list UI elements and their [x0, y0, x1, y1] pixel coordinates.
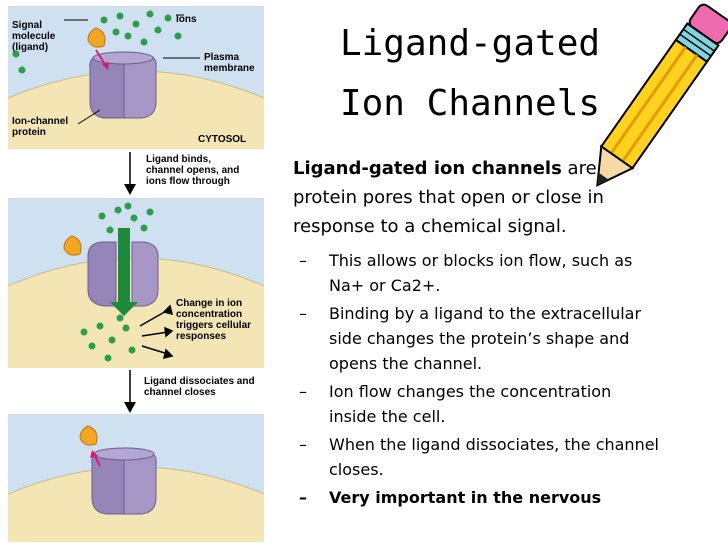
- step-arrow-2: [124, 370, 136, 413]
- bullet-dash: –: [299, 488, 307, 507]
- label-step2: Ligand dissociates and channel closes: [144, 376, 255, 398]
- step-arrow-1: [124, 152, 136, 195]
- diagram-panel-open: Change in ion concentration triggers cel…: [8, 198, 264, 368]
- bullet-text: Very important in the nervous: [329, 488, 602, 507]
- slide-title-line2: Ion Channels: [339, 83, 601, 124]
- bullet-dash: –: [299, 435, 307, 454]
- intro-definition: are protein pores that open or close in …: [293, 158, 604, 237]
- bullet-item: – This allows or blocks ion flow, such as…: [299, 248, 659, 298]
- bullet-dash: –: [299, 251, 307, 270]
- label-change-in-ion: Change in ion concentration triggers cel…: [176, 298, 252, 342]
- ligand-bound: [63, 235, 82, 256]
- ion-channel-protein-closed-final: [91, 447, 157, 515]
- bullet-item: – When the ligand dissociates, the channe…: [299, 432, 659, 482]
- bullet-item: – Very important in the nervous: [299, 485, 659, 510]
- bullet-dash: –: [299, 382, 307, 401]
- slide-title-line1: Ligand-gated: [339, 23, 601, 64]
- intro-paragraph: Ligand-gated ion channels are protein po…: [293, 154, 653, 241]
- bullet-item: – Binding by a ligand to the extracellula…: [299, 301, 659, 376]
- label-ions: Ions: [176, 14, 197, 25]
- bullet-text: Binding by a ligand to the extracellular…: [329, 304, 642, 373]
- panel1-art: [8, 10, 264, 149]
- bullet-item: – Ion flow changes the concentration insi…: [299, 379, 659, 429]
- panel2-art: [8, 202, 264, 368]
- panel3-art: [8, 425, 264, 542]
- ligand-molecule: [87, 27, 106, 48]
- bullet-text: Ion flow changes the concentration insid…: [329, 382, 612, 426]
- intro-term: Ligand-gated ion channels: [293, 158, 562, 179]
- diagram-panel-closed-again: [8, 414, 264, 542]
- bullet-dash: –: [299, 304, 307, 323]
- ion-channel-protein-open: [87, 241, 159, 307]
- label-cytosol: CYTOSOL: [198, 134, 247, 145]
- label-plasma-membrane: Plasma membrane: [204, 52, 255, 74]
- bullet-text: This allows or blocks ion flow, such as …: [329, 251, 633, 295]
- ion-channel-protein-closed: [89, 51, 157, 119]
- label-signal-molecule: Signal molecule (ligand): [12, 20, 56, 53]
- label-ion-channel-protein: Ion-channel protein: [12, 116, 69, 138]
- diagram-panel-closed: Signal molecule (ligand) Ions Plasma mem…: [8, 6, 264, 149]
- pencil-icon: [596, 3, 728, 187]
- label-step1: Ligand binds, channel opens, and ions fl…: [146, 154, 240, 187]
- bullet-text: When the ligand dissociates, the channel…: [329, 435, 659, 479]
- bullet-list: – This allows or blocks ion flow, such as…: [299, 248, 659, 513]
- ligand-released: [79, 425, 98, 446]
